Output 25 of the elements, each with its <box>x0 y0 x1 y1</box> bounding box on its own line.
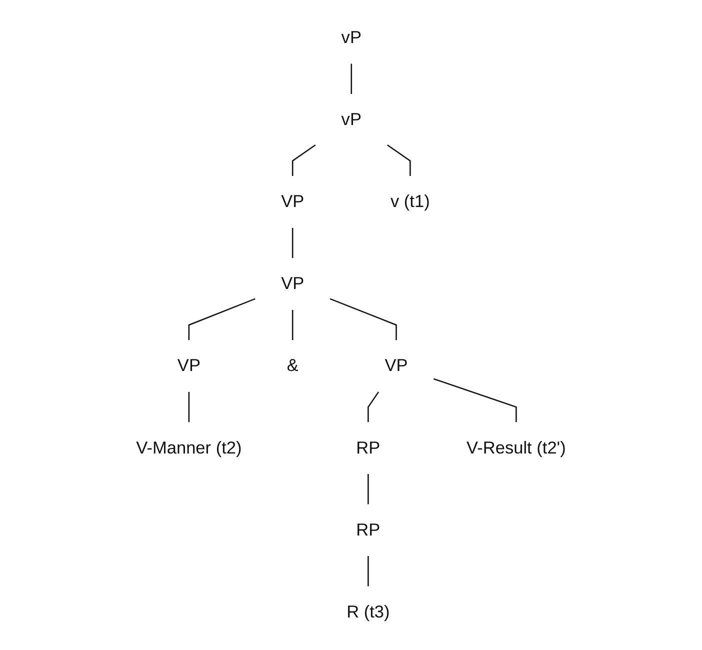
connector <box>368 474 369 504</box>
connector <box>350 64 352 94</box>
connector <box>292 310 294 340</box>
connector <box>330 298 397 340</box>
connector <box>292 228 294 258</box>
node-text: RP <box>356 438 380 458</box>
node-text: VP <box>384 356 408 376</box>
connector <box>387 144 411 176</box>
node-text: v (t1) <box>390 192 430 212</box>
connector <box>368 556 369 586</box>
node-text: RP <box>356 520 380 540</box>
connector <box>433 378 517 422</box>
connector <box>368 392 380 422</box>
node-text: V-Manner (t2) <box>136 438 242 458</box>
node-text: & <box>286 356 298 376</box>
node-text: VP <box>281 192 304 212</box>
connector <box>292 144 316 176</box>
connector <box>188 298 256 340</box>
node-text: R (t3) <box>346 602 390 622</box>
connector <box>188 392 190 422</box>
node-text: vP <box>341 110 362 130</box>
node-text: V-Result (t2') <box>466 438 566 458</box>
node-text: vP <box>341 28 362 48</box>
node-text: VP <box>177 356 200 376</box>
node-text: VP <box>281 274 304 294</box>
